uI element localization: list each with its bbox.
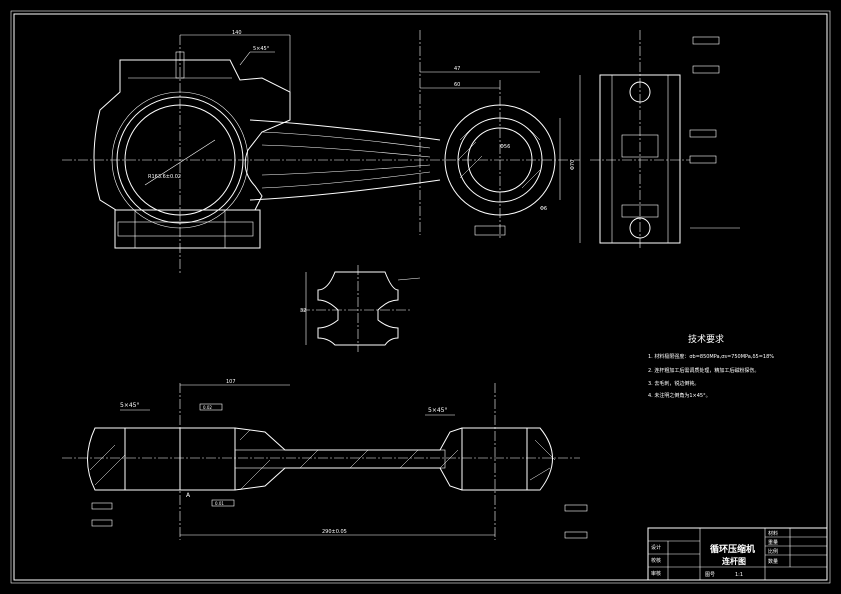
side-view: Φ70: [570, 30, 740, 250]
dim-center-distance: 290±0.05: [322, 529, 347, 535]
note-4: 4. 未注明之倒角为1×45°。: [648, 392, 711, 399]
label-weight: 重量: [768, 539, 778, 546]
label-material: 材料: [768, 530, 778, 537]
outer-border: [10, 10, 831, 584]
label-review: 审核: [651, 570, 661, 577]
dim-chamfer-top: 5×45°: [253, 46, 270, 52]
section-view: 32: [300, 265, 421, 352]
dim-section-height: 32: [300, 308, 306, 314]
technical-notes: 技术要求 1. 材料极限强度：σb=850MPa,σs=750MPa,δ5=18…: [648, 333, 774, 399]
notes-title: 技术要求: [688, 333, 724, 345]
dim-small-bore: Φ56: [500, 144, 510, 150]
datum-label: A: [186, 492, 191, 499]
label-quantity: 数量: [768, 558, 778, 565]
note-2: 2. 连杆粗加工后需调质处理，精加工后磁粉探伤。: [648, 367, 759, 374]
label-design: 设计: [651, 544, 661, 551]
dim-chamfer-right: 5×45°: [428, 407, 447, 414]
tol-b: 0.01: [215, 501, 224, 506]
dim-60: 60: [454, 82, 460, 88]
front-view: 140 5×45° 60 47 Φ56 R163.6±0.02 Φ6: [62, 30, 580, 275]
dim-side-height: Φ70: [570, 160, 576, 170]
dim-big-bore: R163.6±0.02: [148, 174, 181, 180]
title-block: 循环压缩机 连杆图 设计 校核 审核 图号 1:1 材料 重量 比例 数量: [647, 527, 828, 581]
inner-border: [13, 13, 828, 581]
bottom-view: 107 5×45° 5×45° 290±0.05 A 0.02 0.01: [62, 379, 588, 540]
label-sheet: 图号: [705, 572, 715, 578]
note-1: 1. 材料极限强度：σb=850MPa,σs=750MPa,δ5=18%: [648, 353, 774, 360]
tol-a: 0.02: [203, 405, 212, 410]
dim-47: 47: [454, 66, 460, 72]
label-check: 校核: [651, 557, 661, 564]
dim-chamfer-left: 5×45°: [120, 402, 139, 409]
scale-value: 1:1: [735, 572, 743, 578]
note-3: 3. 去毛刺，锐边倒钝。: [648, 380, 699, 387]
dim-top-width: 140: [232, 30, 242, 36]
drawing-name-line2: 连杆图: [722, 556, 746, 566]
label-scale: 比例: [768, 548, 778, 555]
drawing-name-line1: 循环压缩机: [710, 543, 755, 555]
dim-oil-hole: Φ6: [540, 206, 547, 212]
dim-bottom-width: 107: [226, 379, 236, 385]
